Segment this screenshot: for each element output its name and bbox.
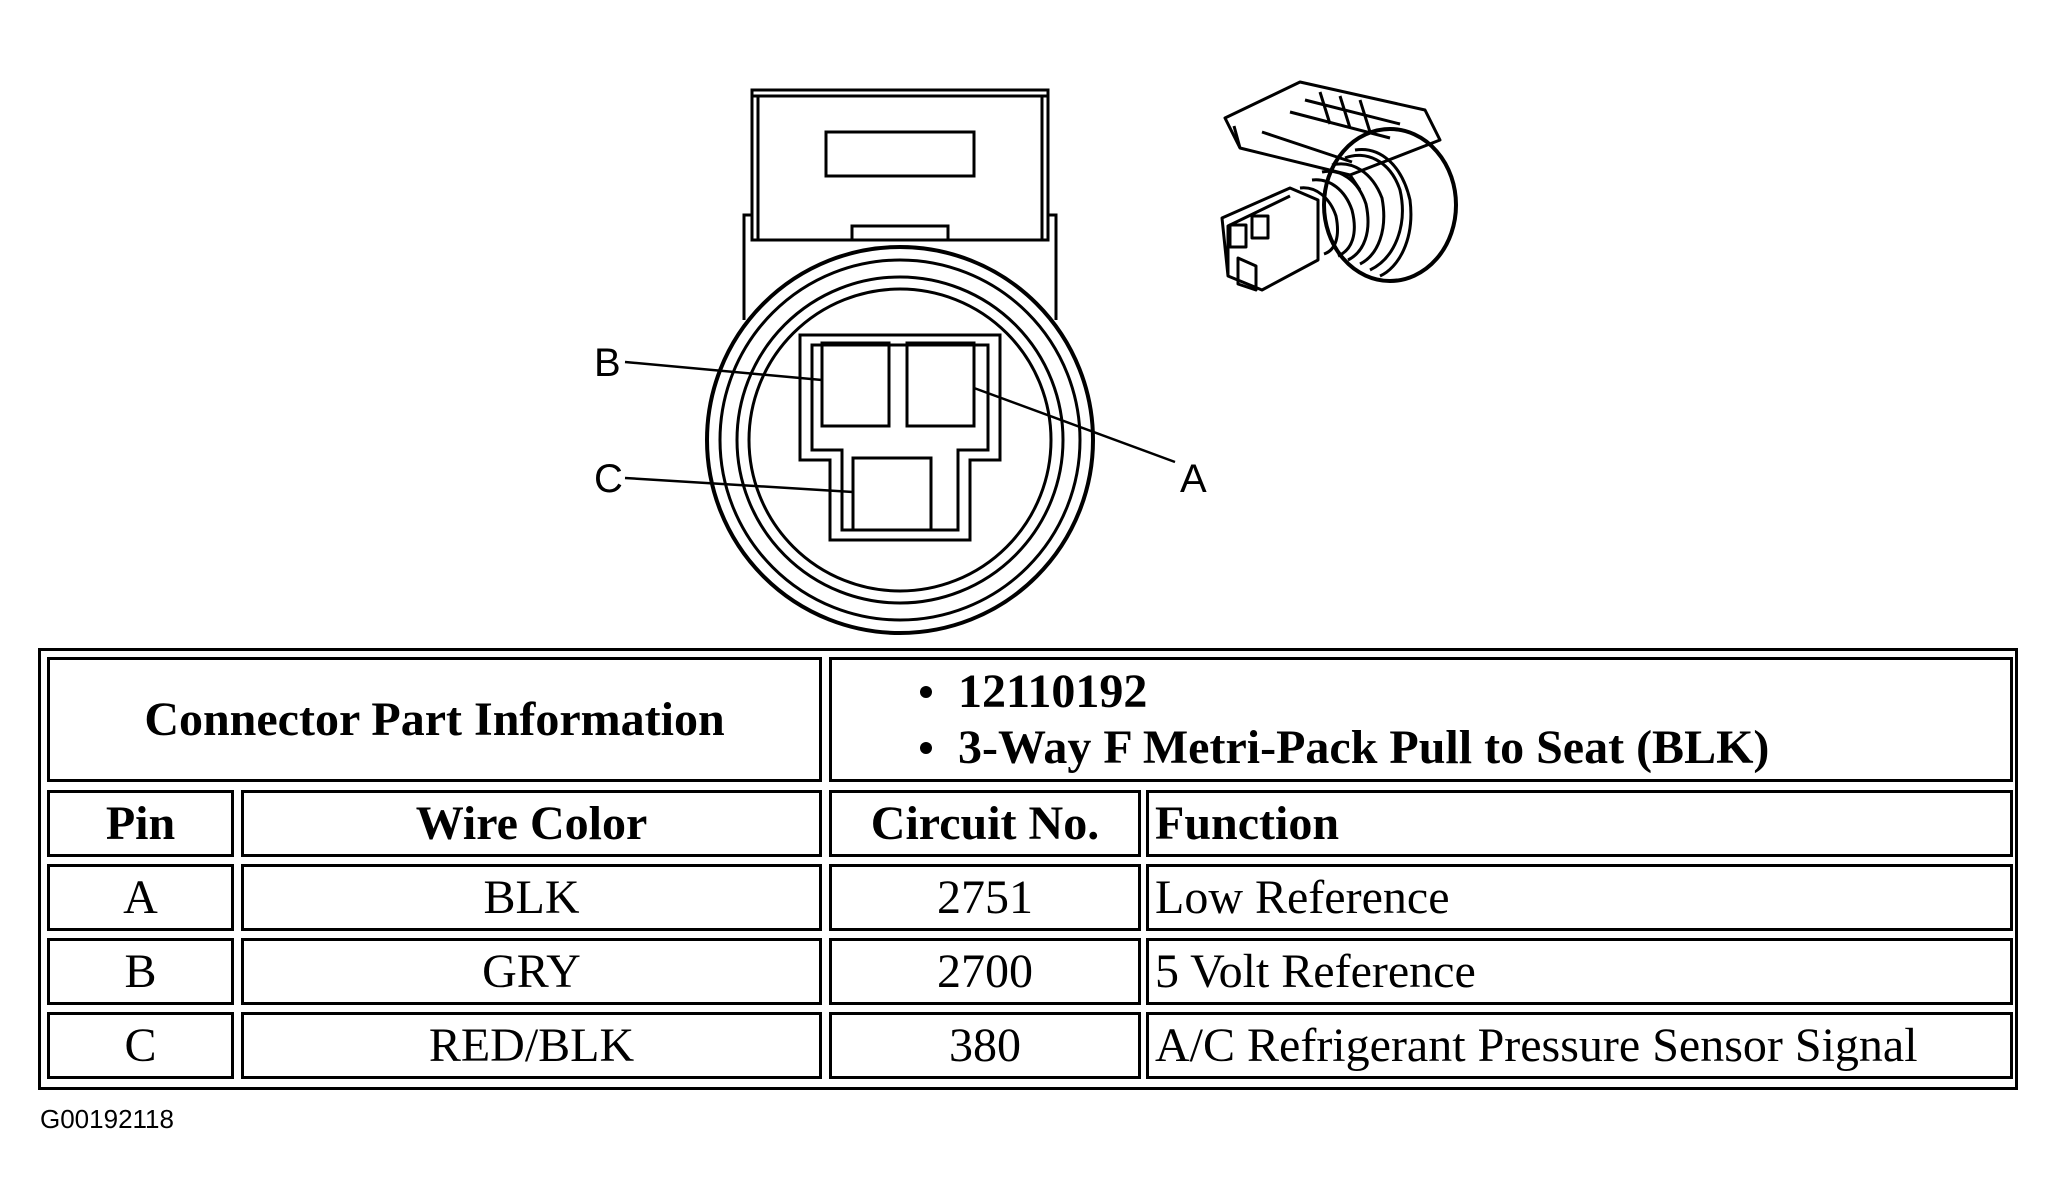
header-circuit-no: Circuit No. bbox=[829, 790, 1141, 857]
figure-id: G00192118 bbox=[40, 1104, 174, 1134]
pin-label-c: C bbox=[594, 457, 623, 501]
header-wire-color: Wire Color bbox=[241, 790, 822, 857]
table-row-a-pin: A bbox=[47, 864, 234, 931]
connector-face-view bbox=[624, 88, 1176, 635]
leader-line-b bbox=[624, 360, 823, 382]
bullet-icon bbox=[920, 685, 932, 698]
table-row-b-wire-color: GRY bbox=[241, 938, 822, 1005]
connector-diagram: B C A bbox=[594, 80, 1458, 635]
connector-description: 3-Way F Metri-Pack Pull to Seat (BLK) bbox=[958, 720, 1770, 774]
table-row-b-circuit: 2700 bbox=[829, 938, 1141, 1005]
connector-part-info-text: Connector Part Information bbox=[144, 692, 725, 746]
pin-label-b: B bbox=[594, 341, 621, 385]
part-number: 12110192 bbox=[958, 664, 1148, 718]
table-row-a-circuit: 2751 bbox=[829, 864, 1141, 931]
table-row-a-function: Low Reference bbox=[1146, 864, 2013, 931]
table-row-c-function: A/C Refrigerant Pressure Sensor Signal bbox=[1146, 1012, 2013, 1079]
bullet-icon bbox=[920, 741, 932, 754]
table-row-c-circuit: 380 bbox=[829, 1012, 1141, 1079]
part-number-item: 12110192 bbox=[920, 664, 2010, 720]
terminal-a bbox=[905, 341, 976, 428]
leader-line-c bbox=[624, 476, 854, 494]
connector-pin-table: Connector Part Information 12110192 3-Wa… bbox=[38, 648, 2018, 1090]
table-row-c-wire-color: RED/BLK bbox=[241, 1012, 822, 1079]
connector-3d-illustration bbox=[1220, 80, 1458, 292]
table-row-b-function: 5 Volt Reference bbox=[1146, 938, 2013, 1005]
table-row-b-pin: B bbox=[47, 938, 234, 1005]
connector-description-item: 3-Way F Metri-Pack Pull to Seat (BLK) bbox=[920, 720, 2010, 776]
table-row-a-wire-color: BLK bbox=[241, 864, 822, 931]
connector-part-info-label: Connector Part Information bbox=[47, 657, 822, 782]
terminal-c bbox=[851, 456, 933, 532]
leader-line-a bbox=[973, 386, 1176, 464]
connector-part-info-values: 12110192 3-Way F Metri-Pack Pull to Seat… bbox=[829, 657, 2013, 782]
header-pin: Pin bbox=[47, 790, 234, 857]
pin-label-a: A bbox=[1180, 457, 1207, 501]
table-row-c-pin: C bbox=[47, 1012, 234, 1079]
header-function: Function bbox=[1146, 790, 2013, 857]
terminal-b bbox=[820, 341, 891, 428]
